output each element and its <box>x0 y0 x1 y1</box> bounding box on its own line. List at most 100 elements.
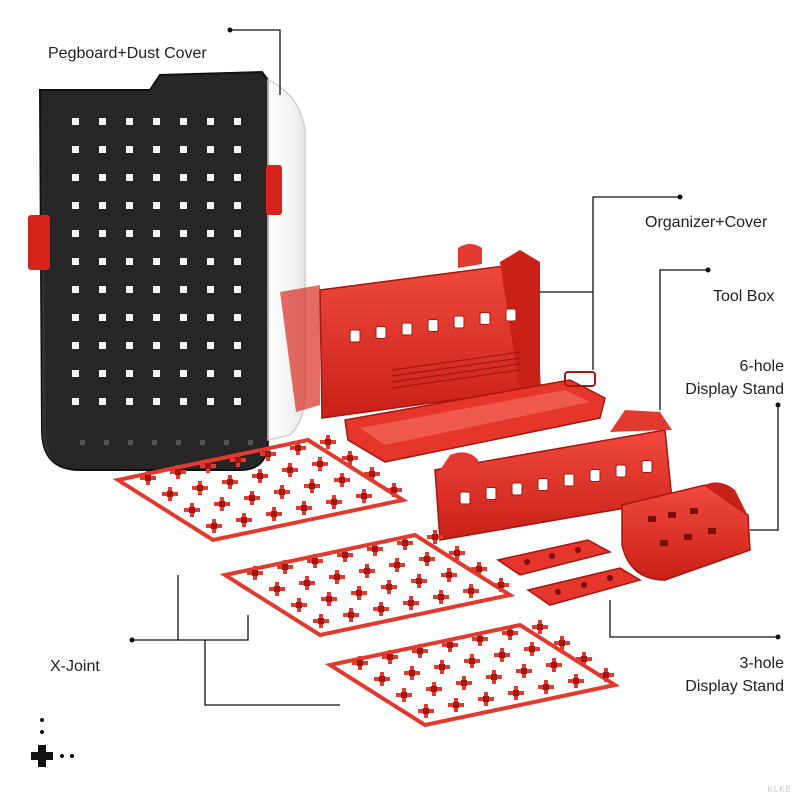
organizer <box>280 244 541 419</box>
peg-hole <box>126 342 133 349</box>
x-joint-hub <box>304 580 310 586</box>
x-joint-hub <box>416 578 422 584</box>
x-joint-hub <box>401 692 407 698</box>
peg-hole <box>126 370 133 377</box>
x-joint-hub <box>417 648 423 654</box>
peg-hole <box>153 314 160 321</box>
peg-hole <box>207 258 214 265</box>
x-joint-hub <box>394 562 400 568</box>
peg-hole <box>207 286 214 293</box>
peg-hole <box>126 146 133 153</box>
label-xjoint: X-Joint <box>50 658 100 675</box>
peg-hole <box>180 258 187 265</box>
x-joint-hub <box>205 463 211 469</box>
peg-hole <box>126 230 133 237</box>
x-joint-hub <box>296 602 302 608</box>
peg-hole <box>180 342 187 349</box>
x-joint-hub <box>342 552 348 558</box>
label-three-hole-line2: Display Stand <box>685 678 784 695</box>
peg-hole <box>234 370 241 377</box>
leader-toolbox <box>659 269 708 410</box>
watermark: KLKE <box>767 785 792 794</box>
peg-hole <box>126 118 133 125</box>
tool-box-slot <box>563 473 575 487</box>
peg-hole <box>207 314 214 321</box>
organizer-slot <box>427 319 439 332</box>
leader-three-hole <box>609 600 778 638</box>
tool-box <box>434 410 673 541</box>
x-joint-hub <box>325 439 331 445</box>
x-joint-hub <box>145 475 151 481</box>
peg-hole <box>126 314 133 321</box>
x-joint-hub <box>468 588 474 594</box>
pegboard-holes <box>72 118 253 445</box>
peg-hole <box>72 230 79 237</box>
x-joint-hub <box>424 556 430 562</box>
x-joint-hub <box>211 523 217 529</box>
x-joint-hub <box>581 656 587 662</box>
x-joint-hub <box>287 467 293 473</box>
x-joint-hub <box>235 457 241 463</box>
peg-hole <box>99 258 106 265</box>
x-joint-hub <box>312 558 318 564</box>
x-joint-hub <box>431 686 437 692</box>
peg-hole <box>99 370 106 377</box>
x-joint-hub <box>551 662 557 668</box>
x-joint-hub <box>318 618 324 624</box>
peg-hole <box>153 118 160 125</box>
x-joint-hub <box>372 546 378 552</box>
leader-xjoint-b <box>178 615 249 641</box>
x-joint-hub <box>301 505 307 511</box>
x-joint-hub <box>379 676 385 682</box>
x-joint-hub <box>507 630 513 636</box>
x-joint-hub <box>391 487 397 493</box>
peg-hole <box>180 286 187 293</box>
label-toolbox: Tool Box <box>713 288 775 305</box>
peg-hole-small <box>152 440 157 445</box>
side-clip-left <box>28 215 50 270</box>
x-joint-hub <box>408 600 414 606</box>
peg-hole <box>153 398 160 405</box>
peg-hole <box>153 286 160 293</box>
three-hole-display-stand-1 <box>496 539 613 576</box>
organizer-slot <box>453 315 465 329</box>
label-three-hole: 3-hole Display Stand <box>685 652 784 698</box>
tool-box-slots <box>459 460 653 505</box>
peg-hole <box>72 146 79 153</box>
peg-hole <box>234 314 241 321</box>
x-joint-hub <box>439 664 445 670</box>
peg-hole <box>72 314 79 321</box>
peg-hole <box>234 398 241 405</box>
x-joint-hub <box>364 568 370 574</box>
peg-hole <box>72 174 79 181</box>
x-joint-hub <box>347 455 353 461</box>
label-pegboard: Pegboard+Dust Cover <box>48 45 207 62</box>
x-joint-hub <box>402 540 408 546</box>
x-joint-hub <box>257 473 263 479</box>
x-joint-hub <box>167 491 173 497</box>
peg-hole-small <box>200 440 205 445</box>
peg-hole <box>99 118 106 125</box>
peg-hole-small <box>104 440 109 445</box>
x-joint-hub <box>295 445 301 451</box>
tool-box-slot <box>485 487 497 500</box>
leader-xjoint-c <box>204 640 340 706</box>
pegboard <box>28 70 269 471</box>
x-joint-hub <box>447 642 453 648</box>
organizer-slot <box>349 329 361 343</box>
peg-hole-small <box>224 440 229 445</box>
x-joint-sprue-1 <box>112 435 409 543</box>
x-joint-hub <box>483 696 489 702</box>
peg-hole <box>180 174 187 181</box>
peg-hole <box>153 370 160 377</box>
x-joint-hub <box>498 582 504 588</box>
peg-hole <box>207 118 214 125</box>
x-joint-hub <box>469 658 475 664</box>
peg-hole <box>72 342 79 349</box>
x-joint-hub <box>603 672 609 678</box>
x-joint-hub <box>378 606 384 612</box>
x-joint-hub <box>499 652 505 658</box>
peg-hole <box>72 258 79 265</box>
